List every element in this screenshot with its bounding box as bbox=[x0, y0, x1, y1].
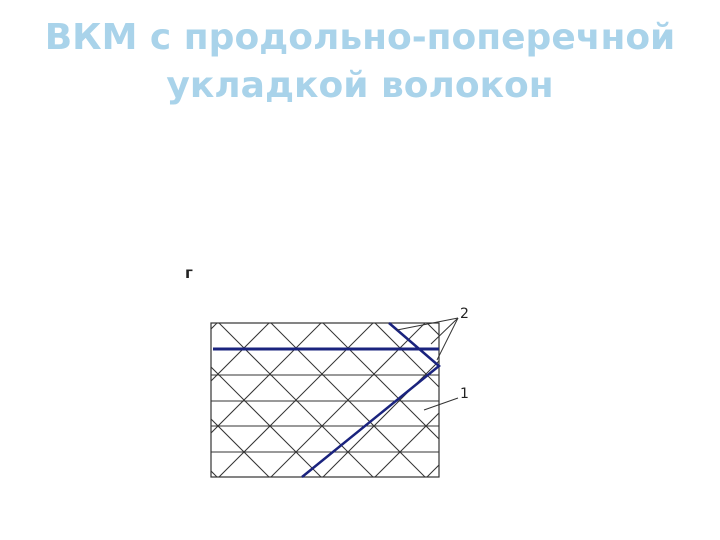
hatch-line bbox=[322, 360, 439, 477]
hatch-line bbox=[531, 323, 685, 477]
callout-label-2: 2 bbox=[460, 306, 469, 322]
slide-title: ВКМ с продольно-поперечной укладкой воло… bbox=[0, 14, 720, 110]
hatch-line bbox=[583, 323, 720, 477]
hatch-line bbox=[11, 323, 165, 477]
slide-title-line-1: ВКМ с продольно-поперечной bbox=[44, 17, 676, 58]
hatch-line bbox=[211, 323, 218, 330]
layer-lines bbox=[211, 374, 439, 453]
hatch-line bbox=[635, 323, 720, 477]
hatch-line bbox=[479, 323, 633, 477]
hatch-line bbox=[583, 323, 720, 477]
callout-2-leader-b bbox=[430, 317, 459, 345]
callout-label-1: 1 bbox=[460, 386, 469, 402]
callout-1-leader bbox=[423, 397, 459, 411]
hatch-line bbox=[11, 323, 165, 477]
hatch-line bbox=[479, 323, 633, 477]
hatch-line bbox=[374, 412, 439, 477]
hatch-line bbox=[426, 323, 439, 336]
hatch-line bbox=[531, 323, 685, 477]
diagonal-hatch bbox=[11, 323, 720, 477]
transverse-fiber bbox=[301, 322, 441, 478]
callout-2-leader-a bbox=[396, 317, 459, 331]
slide-title-line-2: укладкой волокон bbox=[166, 65, 554, 106]
hatch-line bbox=[211, 470, 218, 477]
hatch-line bbox=[211, 418, 270, 477]
laminate-outline bbox=[210, 322, 440, 478]
figure-letter: г bbox=[185, 264, 193, 282]
hatch-line bbox=[426, 464, 439, 477]
hatch-line bbox=[635, 323, 720, 477]
callout-2-leader-c bbox=[436, 317, 459, 361]
